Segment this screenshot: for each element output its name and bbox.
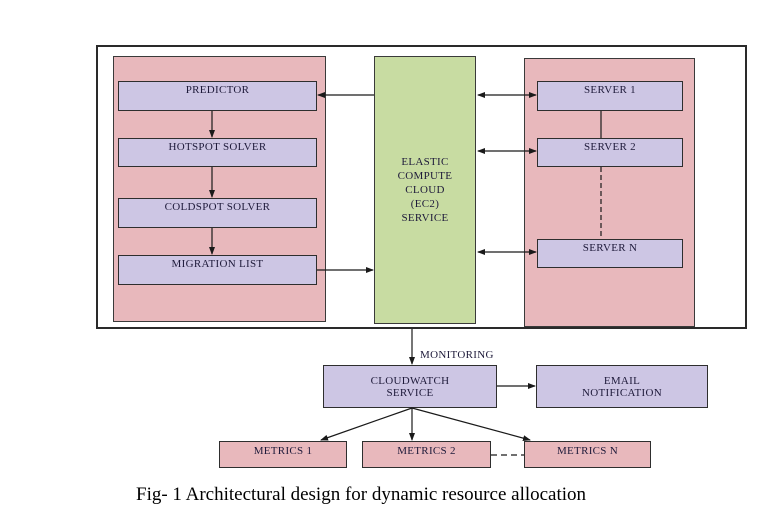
metrics-1-node: METRICS 1 bbox=[219, 441, 347, 468]
hotspot-solver-node: HOTSPOT SOLVER bbox=[118, 138, 317, 167]
email-line-1: EMAIL bbox=[603, 374, 641, 387]
server-1-node: SERVER 1 bbox=[537, 81, 683, 111]
migration-list-node: MIGRATION LIST bbox=[118, 255, 317, 285]
ec2-service-label: ELASTIC COMPUTE CLOUD (EC2) SERVICE bbox=[397, 156, 453, 224]
cloudwatch-line-1: CLOUDWATCH bbox=[370, 374, 450, 387]
predictor-node: PREDICTOR bbox=[118, 81, 317, 111]
coldspot-solver-node: COLDSPOT SOLVER bbox=[118, 198, 317, 228]
email-notification-node: EMAIL NOTIFICATION bbox=[536, 365, 708, 408]
ec2-service-node: ELASTIC COMPUTE CLOUD (EC2) SERVICE bbox=[374, 56, 476, 324]
server-2-node: SERVER 2 bbox=[537, 138, 683, 167]
metrics-n-node: METRICS N bbox=[524, 441, 651, 468]
cloudwatch-service-node: CLOUDWATCH SERVICE bbox=[323, 365, 497, 408]
edge-cloudwatch-to-metrics-n bbox=[411, 407, 531, 442]
monitoring-label: MONITORING bbox=[420, 349, 494, 361]
server-n-node: SERVER N bbox=[537, 239, 683, 268]
metrics-2-node: METRICS 2 bbox=[362, 441, 491, 468]
edge-cloudwatch-to-metrics-1 bbox=[320, 407, 413, 441]
figure-caption: Fig- 1 Architectural design for dynamic … bbox=[136, 484, 587, 505]
email-line-2: NOTIFICATION bbox=[582, 386, 662, 399]
cloudwatch-line-2: SERVICE bbox=[386, 386, 434, 399]
